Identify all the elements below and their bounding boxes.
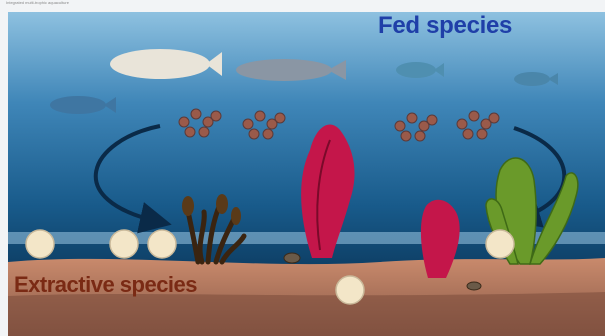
fed-species-label: Fed species [378,12,512,40]
extractive-species-label: Extractive species [14,272,197,298]
seafloor-layer [8,292,605,336]
